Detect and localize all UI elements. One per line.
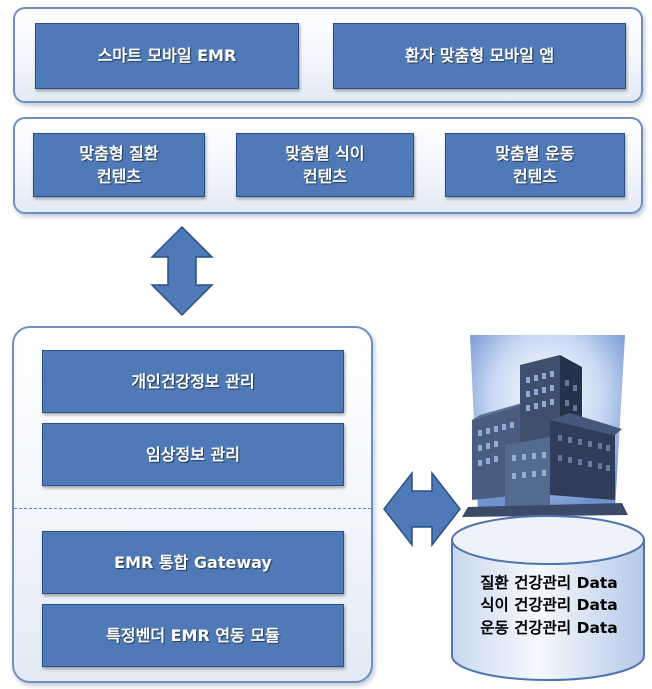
hospital-building-icon [462, 335, 628, 517]
clinical-info-label: 임상정보 관리 [146, 444, 240, 464]
smart-mobile-emr-box: 스마트 모바일 EMR [35, 23, 299, 89]
content-panel: 맞춤형 질환 컨텐츠 맞춤별 식이 컨텐츠 맞춤별 운동 컨텐츠 [13, 117, 643, 214]
diet-content-line1: 맞춤별 식이 [285, 143, 365, 163]
double-arrow-horizontal-icon [383, 470, 461, 548]
disease-content-box: 맞춤형 질환 컨텐츠 [33, 133, 205, 197]
emr-gateway-box: EMR 통합 Gateway [42, 531, 344, 594]
database-data-list: 질환 건강관리 Data 식이 건강관리 Data 운동 건강관리 Data [455, 572, 643, 639]
double-arrow-vertical-icon [150, 225, 214, 317]
disease-data-line: 질환 건강관리 Data [480, 574, 618, 592]
disease-content-line1: 맞춤형 질환 [79, 143, 159, 163]
patient-mobile-app-box: 환자 맞춤형 모바일 앱 [333, 23, 626, 89]
exercise-data-line: 운동 건강관리 Data [480, 618, 618, 637]
personal-health-info-box: 개인건강정보 관리 [42, 350, 344, 413]
disease-content-line2: 컨텐츠 [96, 167, 142, 186]
smart-mobile-emr-label: 스마트 모바일 EMR [97, 46, 237, 66]
panel-divider [14, 508, 371, 509]
top-panel: 스마트 모바일 EMR 환자 맞춤형 모바일 앱 [13, 7, 643, 103]
exercise-content-line2: 컨텐츠 [512, 167, 558, 186]
clinical-info-box: 임상정보 관리 [42, 423, 344, 486]
diet-content-box: 맞춤별 식이 컨텐츠 [236, 133, 414, 197]
vendor-emr-module-label: 특정벤더 EMR 연동 모듈 [106, 625, 280, 645]
diet-data-line: 식이 건강관리 Data [480, 596, 618, 615]
database-cylinder-icon [451, 515, 645, 681]
system-panel: 개인건강정보 관리 임상정보 관리 EMR 통합 Gateway 특정벤더 EM… [12, 326, 373, 683]
exercise-content-box: 맞춤별 운동 컨텐츠 [445, 133, 625, 197]
vendor-emr-module-box: 특정벤더 EMR 연동 모듈 [42, 604, 344, 667]
personal-health-info-label: 개인건강정보 관리 [131, 371, 255, 391]
emr-gateway-label: EMR 통합 Gateway [114, 552, 272, 572]
exercise-content-line1: 맞춤별 운동 [495, 143, 575, 163]
diet-content-line2: 컨텐츠 [302, 167, 348, 186]
patient-mobile-app-label: 환자 맞춤형 모바일 앱 [404, 46, 555, 66]
